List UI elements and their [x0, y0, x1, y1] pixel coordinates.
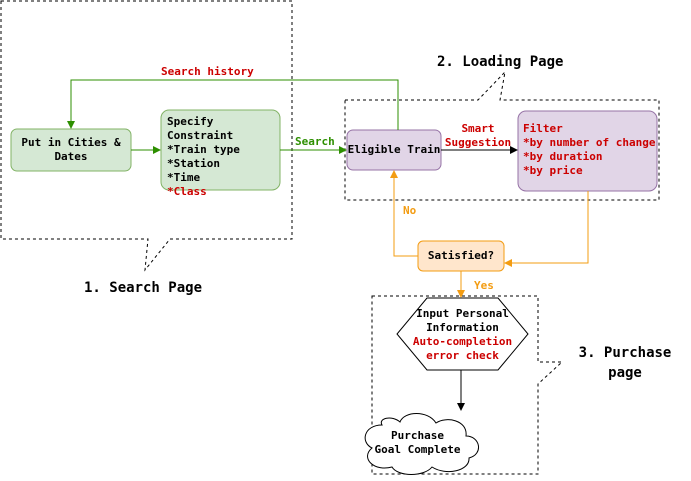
purchase-line2: Goal Complete — [374, 443, 461, 456]
constraint-item: *Station — [167, 157, 220, 170]
edge-no — [390, 170, 418, 257]
purchase-page-label-line2: page — [608, 365, 642, 381]
constraint-item-class: *Class — [167, 185, 207, 198]
put-in-cities-line2: Dates — [54, 150, 88, 163]
put-in-cities-label: Put in Cities & Dates — [11, 136, 131, 164]
constraint-title: Specify Constraint — [167, 115, 234, 142]
purchase-goal-cloud-node — [364, 413, 479, 475]
edge-search-history — [67, 79, 399, 130]
input-personal-line1: Input Personal — [416, 307, 509, 320]
search-history-label: Search history — [161, 65, 254, 78]
smart-suggestion-label: Smart Suggestion — [440, 122, 516, 150]
filter-label: Filter *by number of change *by duration… — [523, 122, 657, 178]
constraint-item: *Time — [167, 171, 201, 184]
purchase-line1: Purchase — [391, 429, 444, 442]
filter-item: *by price — [523, 164, 583, 177]
yes-edge-label: Yes — [474, 279, 494, 292]
smart-suggestion-line1: Smart — [461, 122, 495, 135]
search-page-callout-shape — [0, 0, 293, 272]
constraint-item: *Train type — [167, 143, 240, 156]
specify-constraint-label: Specify Constraint *Train type *Station … — [167, 115, 279, 199]
loading-page-label: 2. Loading Page — [437, 54, 564, 70]
purchase-page-label-line1: 3. Purchase — [578, 345, 672, 361]
eligible-train-label: Eligible Train — [347, 143, 441, 156]
input-personal-label: Input Personal Information Auto-completi… — [397, 307, 528, 363]
loading-page-callout-shape — [344, 70, 660, 201]
filter-title: Filter — [523, 122, 563, 135]
input-personal-line2: Information — [426, 321, 499, 334]
no-edge-label: No — [403, 204, 417, 217]
purchase-goal-label: Purchase Goal Complete — [355, 429, 480, 457]
put-in-cities-line1: Put in Cities & — [21, 136, 121, 149]
satisfied-label: Satisfied? — [427, 249, 495, 262]
filter-item: *by number of change — [523, 136, 656, 149]
search-page-label: 1. Search Page — [84, 280, 203, 296]
input-personal-node — [396, 297, 529, 371]
edge-filter-to-satisfied — [504, 191, 589, 267]
purchase-page-callout-shape — [371, 295, 564, 475]
error-check-text: error check — [426, 349, 499, 362]
search-edge-label: Search — [295, 135, 335, 148]
auto-completion-text: Auto-completion — [412, 335, 513, 348]
filter-item: *by duration — [523, 150, 603, 163]
smart-suggestion-line2: Suggestion — [444, 136, 512, 149]
